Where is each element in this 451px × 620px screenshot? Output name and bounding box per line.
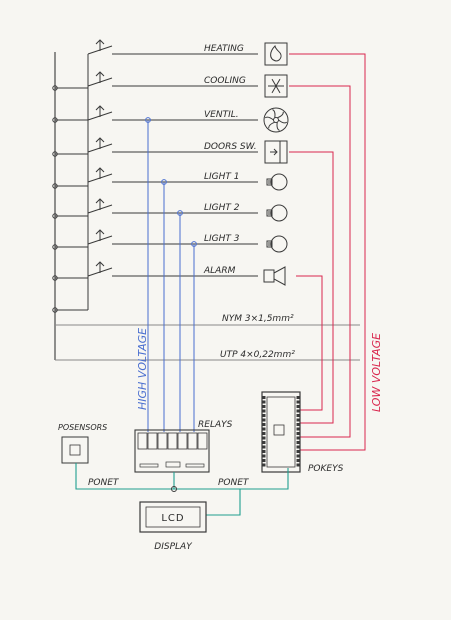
fan-icon bbox=[263, 107, 289, 133]
header-pin bbox=[262, 409, 266, 413]
bulb-icon bbox=[266, 235, 288, 253]
load-row: ALARM bbox=[52, 261, 286, 313]
header-pin bbox=[262, 423, 266, 426]
door-switch-icon bbox=[264, 140, 288, 164]
header-pin bbox=[262, 432, 266, 435]
lcd-display bbox=[139, 501, 207, 533]
switch-icon bbox=[87, 167, 113, 216]
switch-icon bbox=[87, 229, 113, 278]
switch-icon bbox=[87, 137, 113, 186]
load-row: LIGHT 1 bbox=[52, 167, 288, 219]
header-pin bbox=[262, 441, 266, 444]
relay-cell bbox=[137, 432, 148, 450]
load-row: COOLING bbox=[52, 71, 288, 123]
chip-icon bbox=[273, 424, 285, 436]
load-label: COOLING bbox=[204, 76, 246, 86]
header-pin bbox=[296, 459, 300, 462]
header-pin bbox=[262, 454, 266, 458]
hv-junction-1 bbox=[145, 117, 151, 123]
load-row: DOORS SW. bbox=[52, 137, 288, 189]
header-pin bbox=[262, 427, 266, 431]
load-label: LIGHT 2 bbox=[204, 203, 240, 213]
load-row: LIGHT 2 bbox=[52, 198, 288, 250]
relay-cell bbox=[197, 432, 208, 450]
pokeys-board bbox=[261, 391, 301, 473]
low-voltage-label: LOW VOLTAGE bbox=[370, 333, 383, 412]
hv-junction-2 bbox=[161, 179, 167, 185]
low-voltage-wires bbox=[289, 53, 366, 451]
load-row: HEATING bbox=[52, 39, 288, 91]
relay-cell bbox=[187, 432, 198, 450]
flame-icon bbox=[264, 42, 288, 66]
relay-cell bbox=[167, 432, 178, 450]
snowflake-icon bbox=[264, 74, 288, 98]
ponet-junction bbox=[171, 486, 177, 492]
header-pin bbox=[262, 396, 266, 399]
header-pin bbox=[262, 405, 266, 408]
data-cable-label: UTP 4×0,22mm² bbox=[220, 350, 295, 360]
header-pin bbox=[296, 427, 300, 431]
header-pin bbox=[262, 418, 266, 422]
header-pin bbox=[296, 450, 300, 453]
header-pin bbox=[262, 414, 266, 417]
header-pin bbox=[262, 436, 266, 440]
posensors-label: POSENSORS bbox=[58, 423, 107, 432]
header-pin bbox=[296, 418, 300, 422]
header-pin bbox=[296, 409, 300, 413]
header-pin bbox=[296, 463, 300, 467]
header-pin bbox=[296, 432, 300, 435]
posensors-module bbox=[61, 436, 89, 464]
header-pin bbox=[262, 445, 266, 449]
switch-icon bbox=[87, 105, 113, 154]
load-label: LIGHT 1 bbox=[204, 172, 240, 182]
relay-cell bbox=[157, 432, 168, 450]
ponet-right-label: PONET bbox=[218, 478, 250, 488]
hv-junction-3 bbox=[177, 210, 183, 216]
relay-cell bbox=[147, 432, 158, 450]
bulb-icon bbox=[266, 204, 288, 222]
header-pin bbox=[296, 454, 300, 458]
relay-board bbox=[134, 429, 210, 473]
switch-icon bbox=[87, 198, 113, 247]
header-pin bbox=[296, 396, 300, 399]
switch-icon bbox=[87, 71, 113, 120]
load-label: VENTIL. bbox=[204, 110, 239, 120]
header-pin bbox=[296, 414, 300, 417]
bulb-icon bbox=[266, 173, 288, 191]
load-label: HEATING bbox=[204, 44, 244, 54]
power-cable-label: NYM 3×1,5mm² bbox=[222, 314, 294, 324]
high-voltage-label: HIGH VOLTAGE bbox=[136, 328, 149, 410]
load-label: DOORS SW. bbox=[204, 142, 257, 152]
lcd-label: LCD bbox=[161, 513, 184, 524]
load-row: LIGHT 3 bbox=[52, 229, 288, 281]
header-pin bbox=[262, 400, 266, 404]
sensor-chip-icon bbox=[69, 444, 81, 456]
load-label: LIGHT 3 bbox=[204, 234, 240, 244]
load-label: ALARM bbox=[203, 266, 236, 276]
display-label: DISPLAY bbox=[154, 542, 193, 552]
header-pin bbox=[296, 400, 300, 404]
hv-junction-4 bbox=[191, 241, 197, 247]
switch-icon bbox=[87, 261, 113, 310]
header-pin bbox=[296, 405, 300, 408]
ponet-left-label: PONET bbox=[88, 478, 120, 488]
relay-cell bbox=[177, 432, 188, 450]
header-pin bbox=[296, 436, 300, 440]
load-row: VENTIL. bbox=[52, 105, 289, 157]
load-rows: HEATING COOLING VENTIL. DOORS SW. LIGHT 1 LIG… bbox=[52, 39, 289, 313]
header-pin bbox=[262, 450, 266, 453]
horn-icon bbox=[263, 266, 286, 286]
pokeys-label: POKEYS bbox=[308, 464, 344, 474]
switch-icon bbox=[87, 39, 113, 88]
header-pin bbox=[262, 459, 266, 462]
header-pin bbox=[262, 463, 266, 467]
header-pin bbox=[296, 445, 300, 449]
header-pin bbox=[296, 423, 300, 426]
relays-label: RELAYS bbox=[198, 420, 233, 430]
high-voltage-wires bbox=[147, 120, 195, 432]
header-pin bbox=[296, 441, 300, 444]
